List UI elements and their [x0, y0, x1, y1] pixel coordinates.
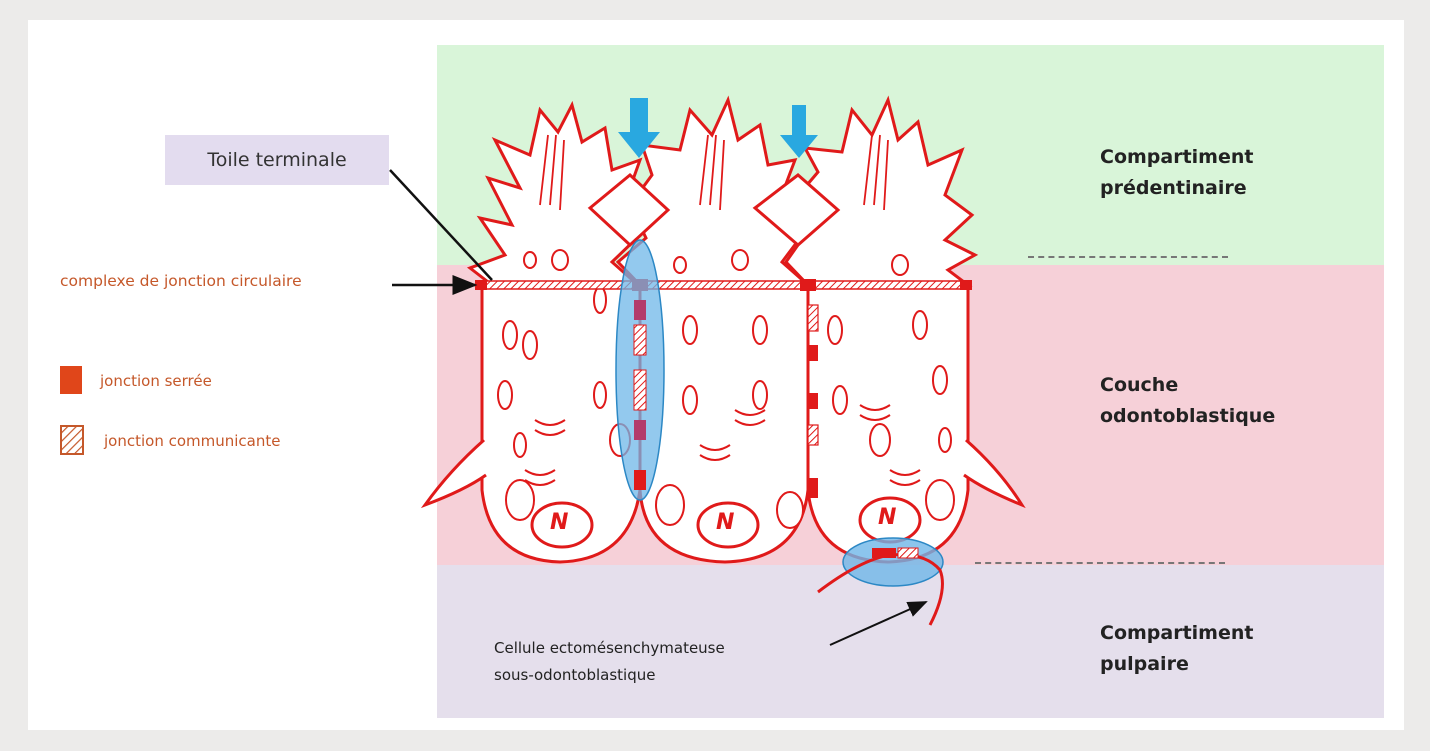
cellule-ectomesenchymateuse-label: Cellule ectomésenchymateuse sous-odontob…	[494, 635, 725, 689]
zone-label-pulp: Compartiment pulpaire	[1100, 618, 1360, 680]
nucleus-label-left: N	[550, 510, 568, 535]
nucleus-label-middle: N	[716, 510, 734, 535]
zone-label-pulp-line2: pulpaire	[1100, 649, 1360, 680]
subodontoblastic-junction-solid	[872, 548, 896, 558]
zone-label-predentin-line1: Compartiment	[1100, 142, 1360, 173]
toile-terminale-label: Toile terminale	[165, 135, 389, 185]
toile-pointer-line	[390, 170, 492, 280]
cellule-label-line1: Cellule ectomésenchymateuse	[494, 635, 725, 662]
zone-label-predentin: Compartiment prédentinaire	[1100, 142, 1360, 204]
legend-label-jonction-communicante: jonction communicante	[104, 432, 280, 450]
left-side-process	[425, 440, 486, 505]
zone-label-pulp-line1: Compartiment	[1100, 618, 1360, 649]
cellule-pointer-line	[830, 602, 926, 645]
zone-label-odonto-line1: Couche	[1100, 370, 1360, 401]
subodontoblastic-junction-hatched	[898, 548, 918, 558]
right-side-process	[964, 440, 1022, 505]
circular-junction-complex	[475, 279, 972, 291]
legend-swatch-hatched	[60, 425, 84, 455]
zone-label-predentin-line2: prédentinaire	[1100, 173, 1360, 204]
cellule-label-line2: sous-odontoblastique	[494, 662, 725, 689]
zone-label-odonto-line2: odontoblastique	[1100, 401, 1360, 432]
legend-label-jonction-serree: jonction serrée	[100, 372, 212, 390]
nucleus-label-right: N	[878, 505, 896, 530]
zone-label-odonto: Couche odontoblastique	[1100, 370, 1360, 432]
complexe-jonction-label: complexe de jonction circulaire	[60, 272, 302, 290]
legend-swatch-solid	[60, 366, 82, 394]
